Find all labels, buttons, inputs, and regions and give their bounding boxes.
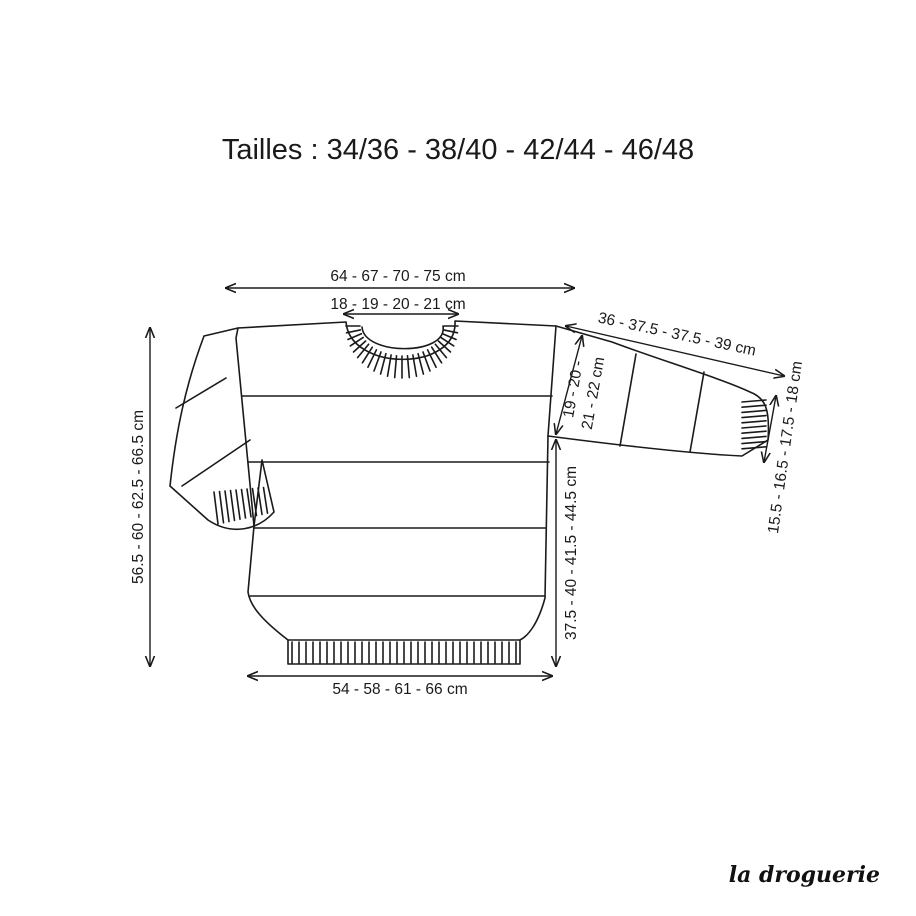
rib-stroke [345, 329, 362, 334]
rib-stroke [257, 487, 263, 516]
rib-stroke [246, 488, 252, 518]
rib-stroke [347, 332, 363, 341]
neck-inner [361, 325, 444, 350]
right-sleeve-stripe [689, 371, 705, 453]
sleeve-length-arrow [566, 326, 784, 376]
rib-stroke [251, 487, 258, 517]
cuff-width-label: 15.5 - 16.5 - 17.5 - 18 cm [765, 360, 806, 535]
rib-stroke [422, 351, 431, 372]
bottom-ribbing [291, 641, 517, 664]
rib-stroke [393, 354, 398, 379]
left-sleeve-stripe [181, 439, 251, 487]
neck-width-label: 18 - 19 - 20 - 21 cm [330, 296, 465, 313]
rib-stroke [213, 491, 219, 525]
left-sleeve-stripe [175, 377, 227, 409]
rib-stroke [417, 352, 425, 375]
right-sleeve-stripe [619, 353, 637, 447]
neck-ribbing [345, 325, 459, 379]
rib-stroke [741, 409, 767, 414]
right-cuff-ribbing [741, 399, 767, 450]
rib-stroke [741, 435, 767, 440]
rib-stroke [218, 490, 225, 524]
rib-stroke [440, 336, 455, 347]
cuff-width-arrow [764, 396, 776, 462]
left-sleeve-outline [169, 327, 275, 530]
left-cuff-ribbing [213, 486, 269, 525]
rib-stroke [406, 354, 411, 379]
rib-stroke [441, 332, 457, 341]
rib-stroke [262, 486, 269, 515]
rib-stroke [240, 488, 247, 519]
rib-stroke [361, 346, 374, 364]
rib-stroke [741, 414, 767, 419]
rib-stroke [741, 425, 767, 429]
rib-stroke [434, 343, 448, 359]
sweater-body-outline [235, 320, 557, 665]
rib-stroke [430, 346, 443, 364]
sizes-title: Tailles : 34/36 - 38/40 - 42/44 - 46/48 [221, 134, 695, 166]
rib-stroke [442, 329, 459, 334]
rib-stroke [373, 351, 382, 372]
rib-stroke [367, 349, 378, 369]
rib-stroke [356, 343, 370, 359]
rib-stroke [386, 354, 392, 378]
rib-stroke [741, 445, 767, 450]
rib-stroke [352, 340, 367, 353]
total-length-label: 56.5 - 60 - 62.5 - 66.5 cm [130, 410, 147, 584]
side-length-label: 37.5 - 40 - 41.5 - 44.5 cm [563, 466, 580, 640]
rib-stroke [741, 404, 767, 409]
armhole-arrow [556, 336, 582, 434]
rib-stroke [412, 354, 418, 378]
rib-stroke [379, 352, 387, 375]
rib-stroke [741, 430, 767, 435]
rib-stroke [349, 336, 364, 347]
rib-stroke [235, 489, 241, 521]
rib-stroke [224, 490, 230, 523]
rib-stroke [437, 340, 452, 353]
rib-stroke [426, 349, 437, 369]
brand-logo: la droguerie [729, 862, 880, 888]
total-width-label: 64 - 67 - 70 - 75 cm [330, 268, 465, 285]
rib-stroke [229, 489, 236, 522]
bottom-width-label: 54 - 58 - 61 - 66 cm [332, 681, 467, 698]
rib-stroke [741, 419, 767, 424]
